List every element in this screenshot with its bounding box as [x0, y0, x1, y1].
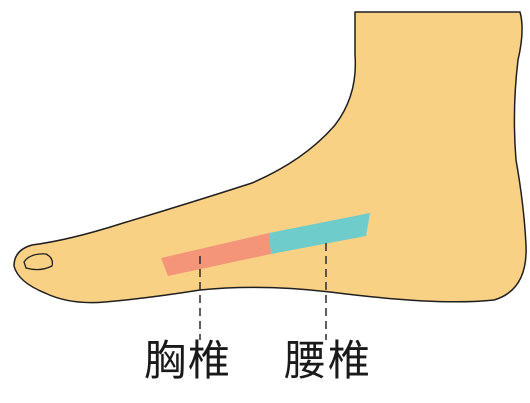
thoracic-reflex-zone: [161, 233, 271, 276]
lumbar-reflex-zone: [269, 213, 370, 254]
lumbar-spine-label: 腰椎: [284, 336, 373, 385]
foot-outline: [13, 11, 527, 304]
thoracic-spine-label: 胸椎: [144, 336, 233, 385]
toenail: [23, 253, 54, 271]
